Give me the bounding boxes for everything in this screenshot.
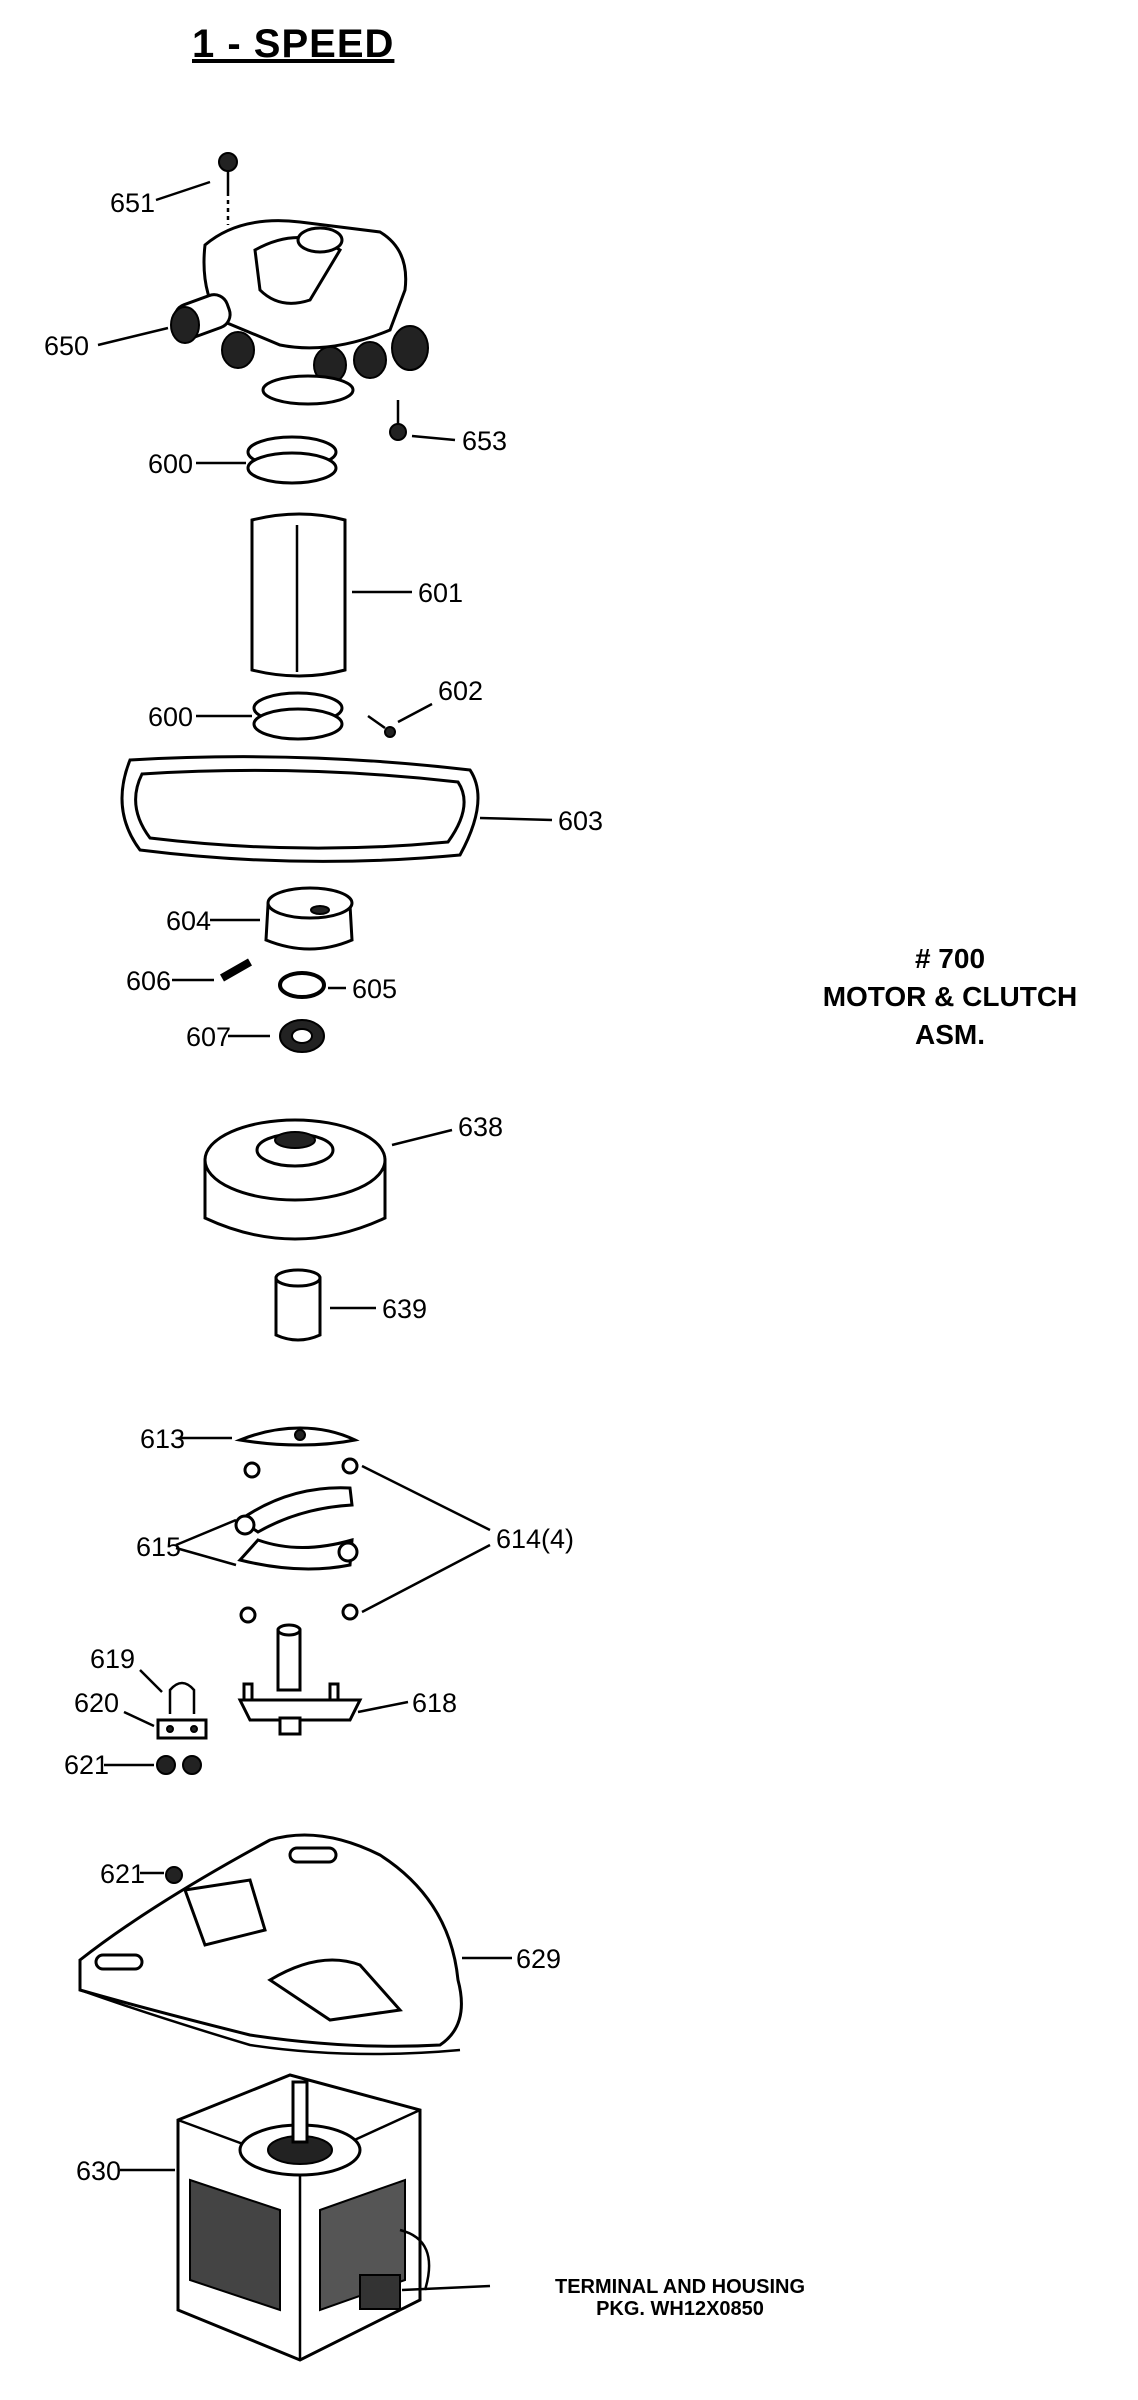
label-604: 604 [166,906,211,936]
label-600-bottom: 600 [148,702,193,732]
label-620: 620 [74,1688,119,1718]
label-621-b: 621 [100,1859,145,1889]
part-603-belt [120,755,480,863]
page-title: 1 - SPEED [192,22,395,66]
label-618: 618 [412,1688,457,1718]
label-600-top: 600 [148,449,193,479]
part-600-clamp-top [246,435,338,485]
part-638-clutch [203,1118,387,1241]
part-618-hub [237,1623,363,1736]
part-651-screw [218,152,238,225]
label-605: 605 [352,974,397,1004]
label-607: 607 [186,1022,231,1052]
part-653-screw [389,400,407,441]
part-615-shoes [234,1486,359,1571]
assembly-line1: MOTOR & CLUTCH [822,981,1078,1012]
assembly-note: # 700 MOTOR & CLUTCH ASM. [780,940,1120,1054]
terminal-line1: TERMINAL AND HOUSING [555,2276,805,2298]
part-614-washers [239,1457,359,1624]
terminal-line2: PKG. WH12X0850 [596,2298,764,2320]
label-619: 619 [90,1644,135,1674]
label-602: 602 [438,676,483,706]
label-629: 629 [516,1944,561,1974]
part-606-key [220,958,252,982]
part-639-sleeve [274,1268,322,1342]
label-653: 653 [462,426,507,456]
label-630: 630 [76,2156,121,2186]
part-604-pulley [264,886,354,951]
label-615: 615 [136,1532,181,1562]
label-613: 613 [140,1424,185,1454]
part-601-hose [250,512,347,678]
label-651: 651 [110,188,155,218]
label-614: 614(4) [496,1524,574,1554]
label-621-a: 621 [64,1750,109,1780]
part-629-base-plate [78,1833,463,2056]
label-603: 603 [558,806,603,836]
part-621-nut-base [165,1866,183,1884]
assembly-line2: ASM. [915,1019,985,1050]
label-638: 638 [458,1112,503,1142]
part-602-screw [367,714,396,738]
part-607-bearing [279,1019,325,1053]
terminal-note: TERMINAL AND HOUSING PKG. WH12X0850 [490,2276,870,2320]
part-621-nuts [156,1755,202,1775]
assembly-number: # 700 [914,943,986,974]
label-606: 606 [126,966,171,996]
part-613-spring [234,1426,360,1447]
part-605-ring [278,971,326,999]
label-601: 601 [418,578,463,608]
part-600-clamp-bottom [252,691,344,741]
part-619-ubolt [168,1681,196,1714]
part-650-pump [170,219,429,406]
part-620-plate [156,1718,208,1740]
label-639: 639 [382,1294,427,1324]
label-650: 650 [44,331,89,361]
part-630-motor [176,2073,431,2362]
